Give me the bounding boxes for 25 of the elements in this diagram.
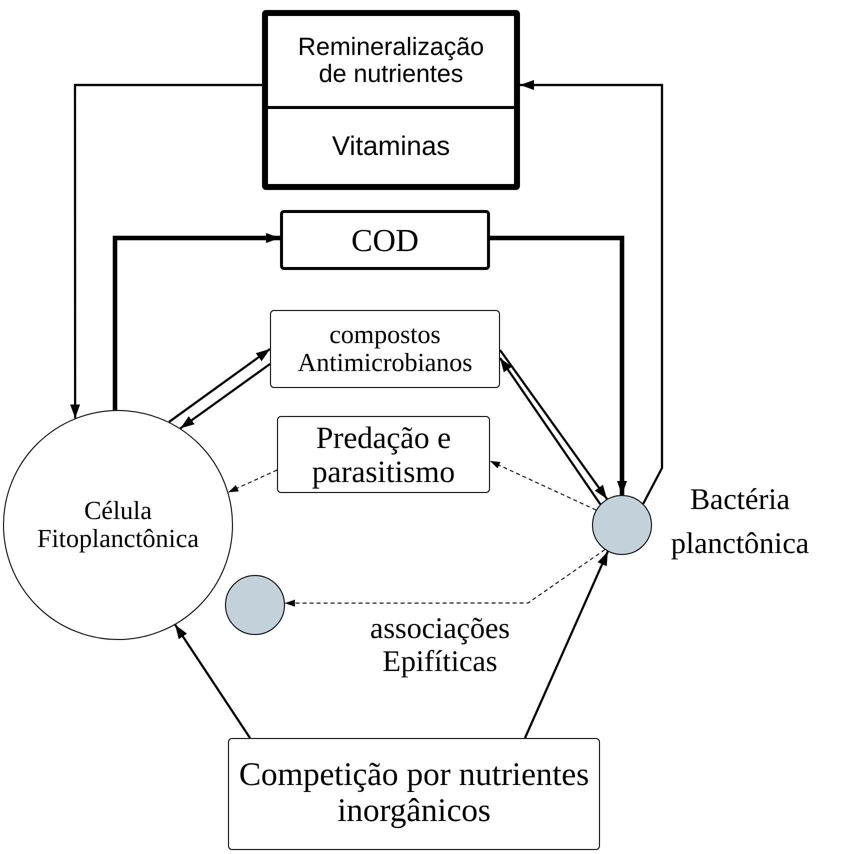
process-box [228,738,600,850]
node-label: Vitaminas [332,132,450,162]
arrow [520,80,664,504]
arrow [174,624,251,739]
dashed-arrow [490,460,597,510]
dashed-arrow [228,470,278,493]
arrow [490,236,627,495]
arrow [180,363,271,430]
node-label: compostos Antimicrobianos [296,320,474,378]
node-label: Célula Fitoplanctônica [36,496,200,554]
process-box [280,210,490,270]
node-label: Remineralização de nutrientes [296,34,486,88]
node-label: COD [351,222,419,258]
arrow [524,551,609,738]
process-box [277,416,490,493]
node-label: Predação e parasitismo [311,421,456,488]
process-box [262,10,520,190]
bacterium-circle [592,495,652,555]
process-box [270,310,500,388]
node-caption: Bactéria planctônica [670,482,810,562]
arrow [112,233,280,410]
dashed-arrow [284,549,606,607]
node-label: Competição por nutrientes inorgânicos [238,758,590,830]
arrow [70,84,262,418]
arrow [168,348,271,423]
